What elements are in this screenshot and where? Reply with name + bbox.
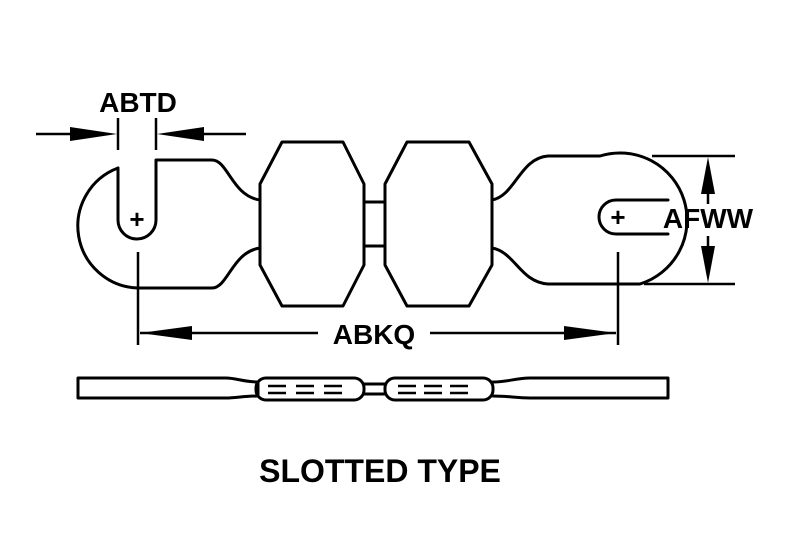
left-center-mark: + [129, 204, 144, 234]
left-slotted-eye [76, 158, 262, 290]
right-center-mark: + [610, 202, 625, 232]
side-view [76, 376, 670, 402]
right-block-hidden-lines [398, 384, 468, 395]
abtd-dimension: ABTD [36, 87, 246, 150]
afww-arrow-up [701, 157, 715, 194]
left-block-hidden-lines [268, 384, 342, 395]
abtd-arrow-left [70, 127, 117, 141]
abtd-arrow-right [157, 127, 204, 141]
left-fuse-block [258, 140, 366, 308]
abtd-label: ABTD [99, 87, 177, 118]
abkq-label: ABKQ [333, 319, 415, 350]
diagram-caption: SLOTTED TYPE [259, 453, 501, 489]
afww-arrow-down [701, 246, 715, 283]
abkq-arrow-left [140, 326, 192, 340]
abkq-arrow-right [564, 326, 616, 340]
right-slotted-eye [490, 151, 689, 286]
abkq-dimension: ABKQ [136, 252, 620, 350]
afww-label: AFWW [663, 203, 754, 234]
right-fuse-block [383, 140, 494, 308]
afww-dimension: AFWW [644, 154, 754, 286]
center-bridge [362, 200, 387, 248]
